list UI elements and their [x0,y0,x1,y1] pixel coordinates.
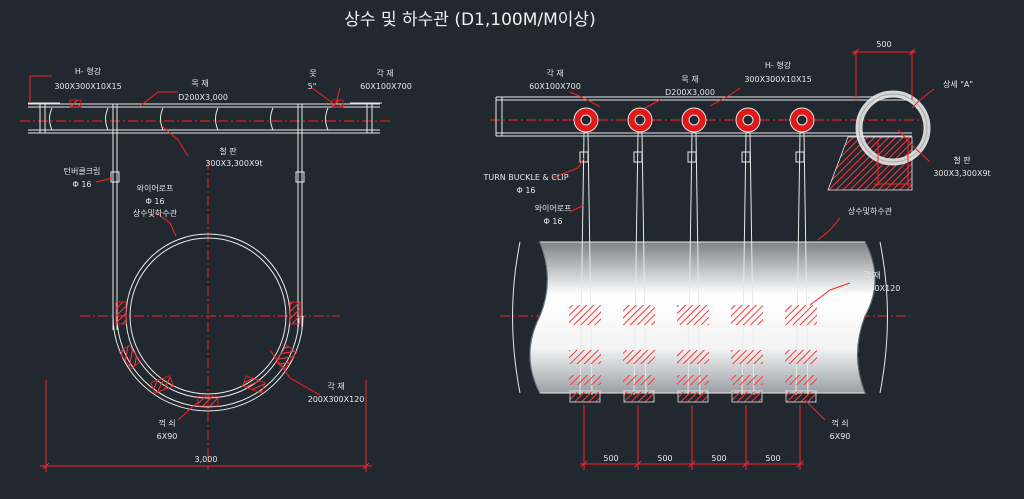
right-spacing-3: 500 [711,454,726,463]
left-timber-spec: 200X300X120 [308,395,365,404]
right-turnbuckle-label: TURN BUCKLE & CLIP [482,173,568,182]
right-turnbuckle-spec: Φ 16 [516,186,535,195]
left-rope-name: 와이어로프 [137,183,174,193]
left-timber-blocks [115,301,301,407]
left-hbeam-name: H- 형강 [75,66,102,76]
right-rope-name: 와이어로프 [535,203,572,213]
right-spacing-2: 500 [657,454,672,463]
left-wedge-name: 꺽 쇠 [158,418,175,428]
left-clip-spec: Φ 16 [72,180,91,189]
detail-a-callout [827,90,931,191]
left-plate-name: 철 판 [219,146,237,156]
left-h-beam [28,102,382,134]
right-wedge-spec: 6X90 [830,432,851,441]
left-pipe-inner [129,237,287,395]
right-wedge-blocks [569,390,817,403]
left-block-name: 각 재 [376,68,393,78]
right-spacing-1: 500 [603,454,618,463]
right-elevation-view: 500 500 500 500 500 [482,40,991,470]
drawing-title: 상수 및 하수관 (D1,100M/M이상) [344,10,595,30]
left-leaders [29,75,341,421]
right-detail-label: 상세 "A" [943,79,973,89]
right-pipe-name: 상수및하수관 [848,206,893,216]
right-leaders [551,87,935,421]
left-nail-spec: 5" [308,82,317,91]
right-hbeam-spec: 300X300X10X15 [744,75,811,84]
left-hanger-rods [110,104,305,330]
left-width-dimension [40,380,372,472]
left-pipe-name: 상수및하수관 [133,208,178,218]
left-block-small-right [331,99,344,108]
left-hbeam-spec: 300X300X10X15 [54,82,121,91]
right-hbeam-name: H- 형강 [765,60,792,70]
right-spacing-4: 500 [765,454,780,463]
right-spacing-dimension [580,405,804,470]
right-timber-spec: 200X300X120 [844,284,901,293]
left-plate-spec: 300X3,300X9t [205,159,262,168]
left-section-view: 3,000 H- 형강 300X300X10X15 목 재 D200X3,000… [20,66,412,472]
left-clip-name: 턴버클크립 [64,166,101,176]
left-block-small [69,99,82,108]
left-timber-name: 각 재 [327,381,344,391]
right-timber-blocks [569,305,817,385]
right-plate-name: 철 판 [953,155,971,165]
right-block-name: 각 재 [546,68,563,78]
right-rope-spec: Φ 16 [543,217,562,226]
right-top-dimension [852,48,916,100]
right-timber-name: 각 재 [863,270,880,280]
right-plate-spec: 300X3,300X9t [933,169,990,178]
left-wood-log [49,107,329,131]
left-width-value: 3,000 [195,455,218,464]
right-h-beam [495,96,912,137]
left-rope-spec: Φ 16 [145,197,164,206]
left-wood-spec: D200X3,000 [178,93,228,102]
right-wedge-name: 꺽 쇠 [831,418,848,428]
left-block-spec: 60X100X700 [360,82,412,91]
left-wood-name: 목 재 [191,79,208,88]
left-wedge-spec: 6X90 [157,432,178,441]
left-wire-sling [112,315,304,412]
right-block-spec: 60X100X700 [529,82,581,91]
right-wood-name: 목 재 [681,75,698,84]
right-wood-spec: D200X3,000 [665,88,715,97]
right-top-dimension-value: 500 [876,40,891,49]
left-nail-name: 못 [309,69,316,78]
